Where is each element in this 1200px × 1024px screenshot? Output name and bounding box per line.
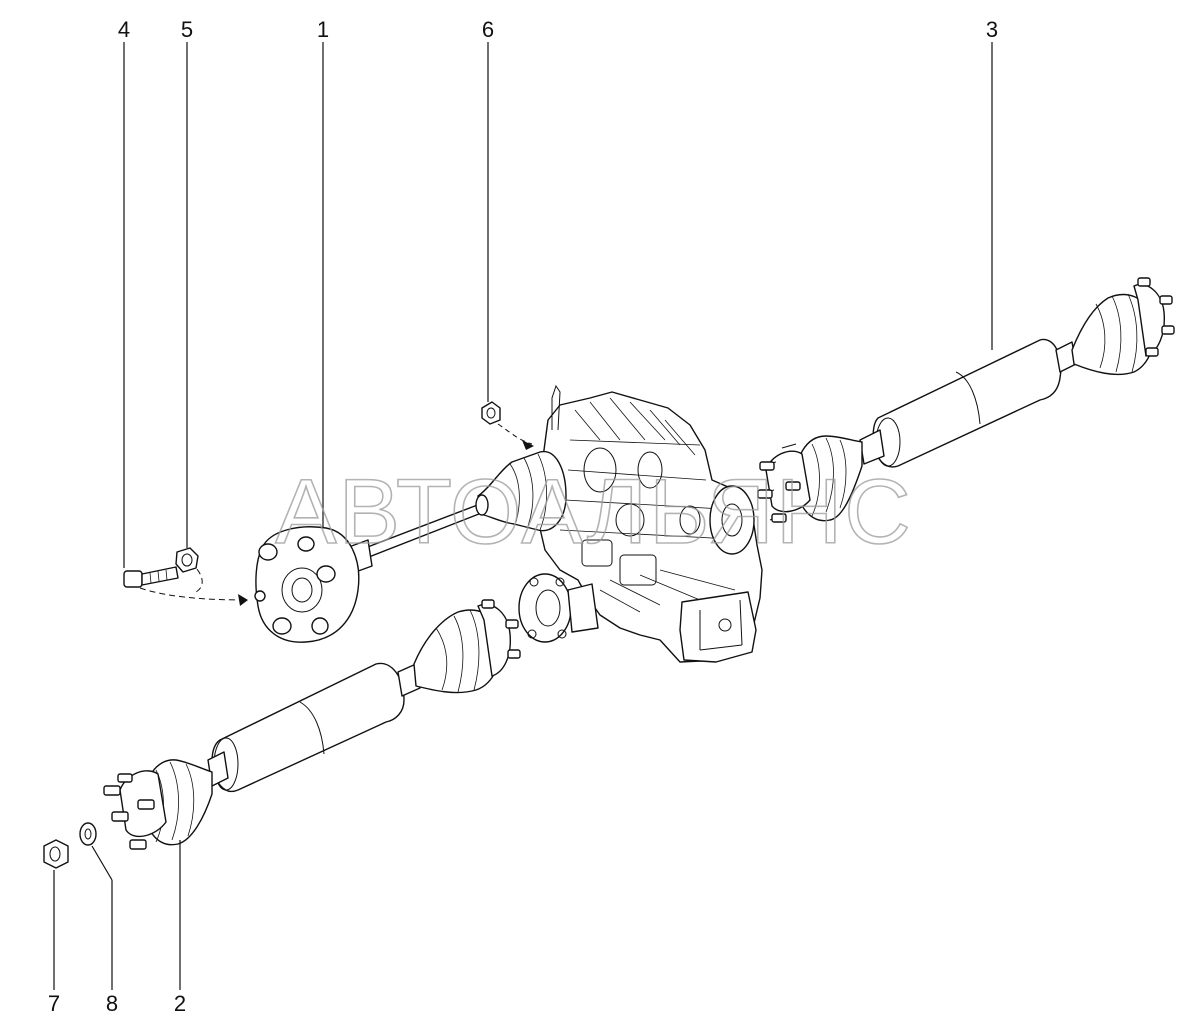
elastic-coupling [254,526,360,643]
callout-4: 4 [118,17,130,42]
callout-1: 1 [317,17,329,42]
cv-joint-shaft-3-left [757,435,863,523]
callout-8: 8 [106,991,118,1016]
bolt-4 [123,566,179,588]
callout-3: 3 [986,17,998,42]
shaft-1 [345,450,567,575]
cv-joint-shaft-2-left [103,759,213,850]
callout-2: 2 [174,991,186,1016]
nut-6 [481,401,501,425]
nut-5 [175,547,199,573]
cv-joint-shaft-1 [475,450,567,532]
transfer-case [518,384,763,663]
output-flange-left [518,573,572,643]
callout-labels: 4 5 1 6 3 7 8 2 [48,17,998,1016]
shaft-3 [757,277,1175,523]
callout-6: 6 [482,17,494,42]
watermark-text: АВТОАЛЬЯНС [275,461,913,563]
leader-lines [53,42,993,990]
shaft-2 [103,599,521,850]
callout-7: 7 [48,991,60,1016]
callout-5: 5 [181,17,193,42]
cv-joint-shaft-2-right [413,599,521,694]
nut-7 [43,839,69,869]
cv-joint-shaft-3-right [1071,277,1175,376]
coupling-bolt-heads [254,536,336,635]
washer-8 [79,822,97,846]
